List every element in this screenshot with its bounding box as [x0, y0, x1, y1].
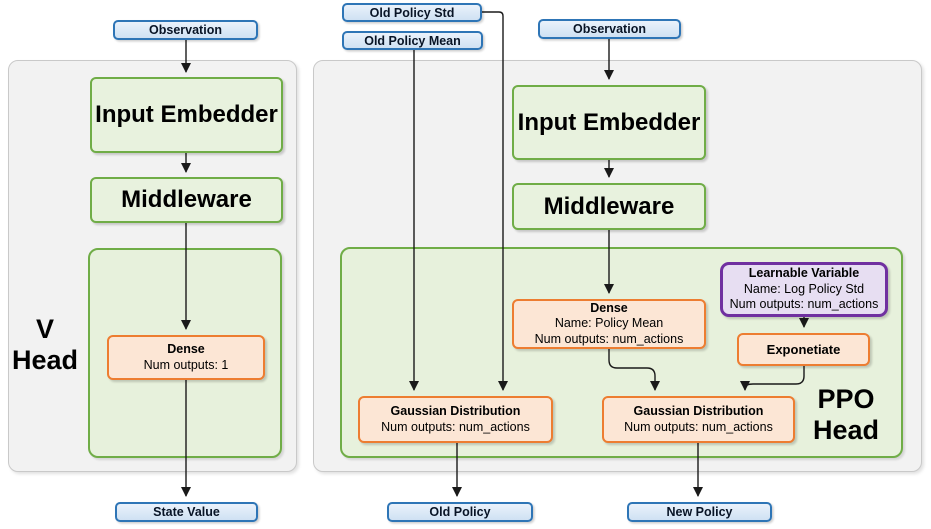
- input-embedder-label: Input Embedder: [95, 101, 278, 128]
- learnable-variable-block: Learnable Variable Name: Log Policy Std …: [720, 262, 888, 317]
- middleware-block-ppo: Middleware: [512, 183, 706, 230]
- state-value-badge: State Value: [115, 502, 258, 522]
- learnable-variable-num-outputs: Num outputs: num_actions: [729, 297, 879, 312]
- old-policy-std-badge: Old Policy Std: [342, 3, 482, 22]
- gaussian-title: Gaussian Distribution: [633, 404, 764, 418]
- old-policy-label: Old Policy: [429, 505, 491, 519]
- learnable-variable-name: Name: Log Policy Std: [743, 281, 865, 296]
- observation-badge-ppo: Observation: [538, 19, 681, 39]
- observation-label: Observation: [573, 22, 646, 36]
- old-policy-mean-label: Old Policy Mean: [364, 33, 461, 48]
- middleware-label: Middleware: [121, 186, 252, 213]
- gaussian-num-outputs: Num outputs: num_actions: [381, 419, 530, 434]
- gaussian-num-outputs: Num outputs: num_actions: [624, 419, 773, 434]
- new-policy-label: New Policy: [666, 505, 733, 519]
- input-embedder-block-ppo: Input Embedder: [512, 85, 706, 160]
- observation-badge-v: Observation: [113, 20, 258, 40]
- gaussian-distribution-old-block: Gaussian Distribution Num outputs: num_a…: [358, 396, 553, 443]
- input-embedder-label: Input Embedder: [517, 108, 701, 136]
- old-policy-mean-badge: Old Policy Mean: [342, 31, 483, 50]
- exponetiate-label: Exponetiate: [766, 341, 841, 357]
- dense-layer-v: Dense Num outputs: 1: [107, 335, 265, 380]
- gaussian-distribution-new-block: Gaussian Distribution Num outputs: num_a…: [602, 396, 795, 443]
- old-policy-badge: Old Policy: [387, 502, 533, 522]
- learnable-variable-title: Learnable Variable: [748, 266, 860, 281]
- ppo-head-title: PPO Head: [812, 384, 880, 445]
- old-policy-std-label: Old Policy Std: [369, 5, 455, 20]
- middleware-block-v: Middleware: [90, 177, 283, 223]
- dense-title: Dense: [590, 300, 628, 315]
- observation-label: Observation: [149, 23, 222, 37]
- gaussian-title: Gaussian Distribution: [390, 404, 521, 418]
- dense-title: Dense: [167, 342, 205, 356]
- new-policy-badge: New Policy: [627, 502, 772, 522]
- exponetiate-block: Exponetiate: [737, 333, 870, 366]
- dense-layer-ppo: Dense Name: Policy Mean Num outputs: num…: [512, 299, 706, 349]
- dense-name: Name: Policy Mean: [554, 316, 664, 331]
- dense-num-outputs: Num outputs: 1: [143, 357, 229, 372]
- state-value-label: State Value: [153, 505, 220, 519]
- dense-num-outputs: Num outputs: num_actions: [534, 331, 684, 346]
- v-head-title: V Head: [11, 314, 79, 375]
- input-embedder-block-v: Input Embedder: [90, 77, 283, 153]
- middleware-label: Middleware: [543, 192, 675, 220]
